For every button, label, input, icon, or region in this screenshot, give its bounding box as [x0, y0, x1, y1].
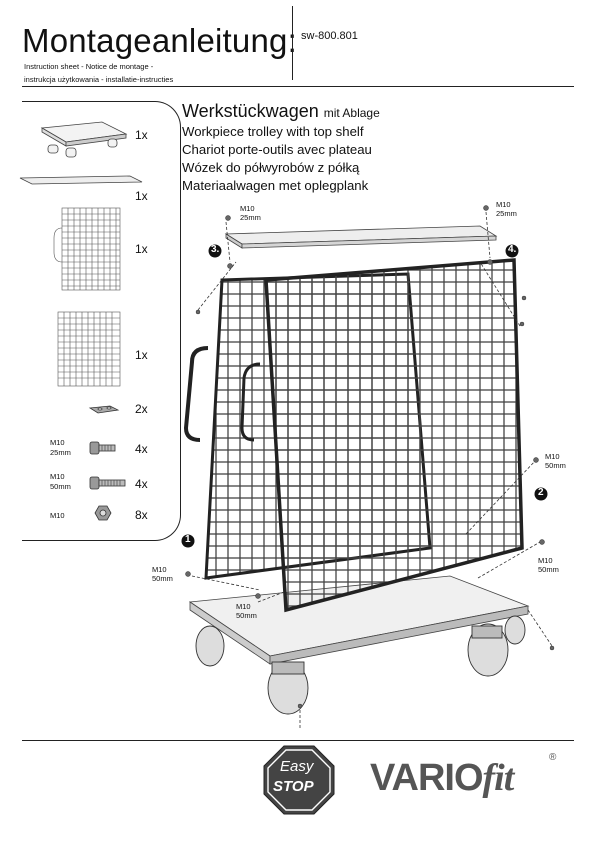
- step-label-1: 1: [185, 534, 191, 545]
- header-rule: [22, 86, 574, 87]
- top-shelf: [224, 225, 498, 249]
- footer-rule: [22, 740, 574, 741]
- nut-icon: [94, 505, 112, 521]
- callout-thread: M10: [545, 452, 560, 461]
- step-label-2: 2: [538, 487, 544, 498]
- document-title: Montageanleitung:: [22, 22, 297, 59]
- brand-main: VARIO: [370, 757, 484, 799]
- callout-length: 25mm: [496, 209, 517, 218]
- part-spec-bolt-short: M10 25mm: [50, 438, 71, 458]
- article-number: sw-800.801: [301, 30, 358, 42]
- easystop-logo-bottom: STOP: [273, 778, 314, 795]
- step-label-4: 4.: [508, 244, 517, 255]
- assembly-drawing: [183, 205, 555, 728]
- callout-thread: M10: [240, 204, 255, 213]
- mesh-panel-with-handle-icon: [53, 207, 121, 291]
- parts-illustrations: [19, 121, 143, 521]
- part-qty-bolt-long: 4x: [135, 477, 148, 491]
- callout-length: 25mm: [240, 213, 261, 222]
- mesh-panel-icon: [57, 311, 121, 387]
- product-translation-fr: Chariot porte-outils avec plateau: [182, 142, 372, 157]
- callout-bolt-1: M10 50mm: [152, 565, 173, 583]
- callout-length: 50mm: [152, 574, 173, 583]
- part-qty-plate: 2x: [135, 402, 148, 416]
- brand-script: fit: [482, 757, 515, 799]
- step-badge-1: [181, 534, 195, 548]
- variofit-logo: VARIOfit: [370, 756, 515, 800]
- product-translation-nl: Materiaalwagen met oplegplank: [182, 178, 369, 193]
- part-spec-bolt-long: M10 50mm: [50, 472, 71, 492]
- step-label-3: 3.: [211, 244, 220, 255]
- callout-thread: M10: [236, 602, 251, 611]
- callout-thread: M10: [152, 565, 167, 574]
- part-qty-base: 1x: [135, 128, 148, 142]
- spec-length: 25mm: [50, 448, 71, 457]
- callout-length: 50mm: [538, 565, 559, 574]
- spec-length: 50mm: [50, 482, 71, 491]
- spec-thread: M10: [50, 472, 65, 481]
- step-badge-4: [505, 244, 519, 258]
- product-name: Werkstückwagen mit Ablage: [182, 101, 380, 122]
- callout-thread: M10: [496, 200, 511, 209]
- callout-bolt-1b: M10 50mm: [236, 602, 257, 620]
- product-name-suffix: mit Ablage: [323, 106, 380, 120]
- parts-list-panel: [22, 101, 181, 541]
- bolt-short-icon: [89, 441, 116, 455]
- callout-length: 50mm: [545, 461, 566, 470]
- product-name-main: Werkstückwagen: [182, 101, 319, 121]
- callout-bolt-3: M10 25mm: [240, 204, 261, 222]
- bolt-long-icon: [89, 476, 126, 490]
- step-badge-2: [534, 487, 548, 501]
- fastener-markers: [185, 205, 555, 709]
- connector-plate-icon: [88, 405, 120, 414]
- callout-bolt-2b: M10 50mm: [538, 556, 559, 574]
- base-trolley-icon: [40, 121, 128, 158]
- part-qty-panel: 1x: [135, 348, 148, 362]
- subtitle-line-2: instrukcja użytkowania - installatie-ins…: [24, 75, 174, 84]
- easystop-logo: [263, 745, 335, 815]
- spec-thread: M10: [50, 438, 65, 447]
- step-badge-3: [208, 244, 222, 258]
- header-divider: [292, 6, 293, 80]
- part-qty-shelf: 1x: [135, 189, 148, 203]
- callout-length: 50mm: [236, 611, 257, 620]
- wheels: [195, 615, 526, 715]
- part-qty-panel-handle: 1x: [135, 242, 148, 256]
- assembly-guide-lines: [191, 211, 553, 728]
- callout-thread: M10: [538, 556, 553, 565]
- product-translation-en: Workpiece trolley with top shelf: [182, 124, 364, 139]
- part-qty-bolt-short: 4x: [135, 442, 148, 456]
- brand-registered-mark: ®: [549, 752, 557, 763]
- shelf-board-icon: [19, 175, 143, 185]
- callout-bolt-4: M10 25mm: [496, 200, 517, 218]
- part-qty-nut: 8x: [135, 508, 148, 522]
- subtitle-line-1: Instruction sheet - Notice de montage -: [24, 62, 154, 71]
- callout-bolt-2: M10 50mm: [545, 452, 566, 470]
- part-spec-nut: M10: [50, 511, 65, 520]
- front-mesh-panel: [240, 258, 524, 613]
- product-translation-pl: Wózek do półwyrobów z półką: [182, 160, 360, 175]
- easystop-logo-top: Easy: [280, 758, 314, 775]
